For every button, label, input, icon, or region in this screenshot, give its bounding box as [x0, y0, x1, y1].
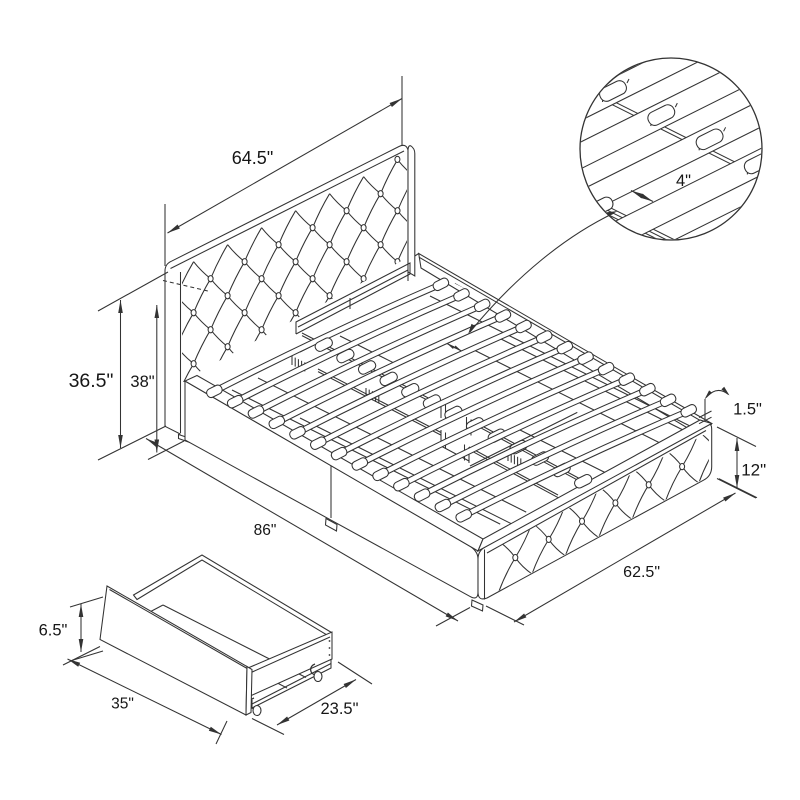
svg-text:35": 35"	[111, 696, 134, 713]
svg-text:86": 86"	[254, 522, 277, 539]
svg-text:23.5": 23.5"	[321, 700, 359, 718]
svg-text:62.5": 62.5"	[623, 564, 660, 581]
svg-text:64.5": 64.5"	[232, 148, 273, 168]
svg-text:12": 12"	[741, 461, 766, 480]
svg-text:1.5": 1.5"	[733, 401, 762, 419]
svg-text:4": 4"	[676, 172, 691, 190]
svg-text:36.5": 36.5"	[69, 370, 114, 392]
svg-text:6.5": 6.5"	[39, 622, 68, 640]
svg-text:38": 38"	[130, 373, 154, 391]
